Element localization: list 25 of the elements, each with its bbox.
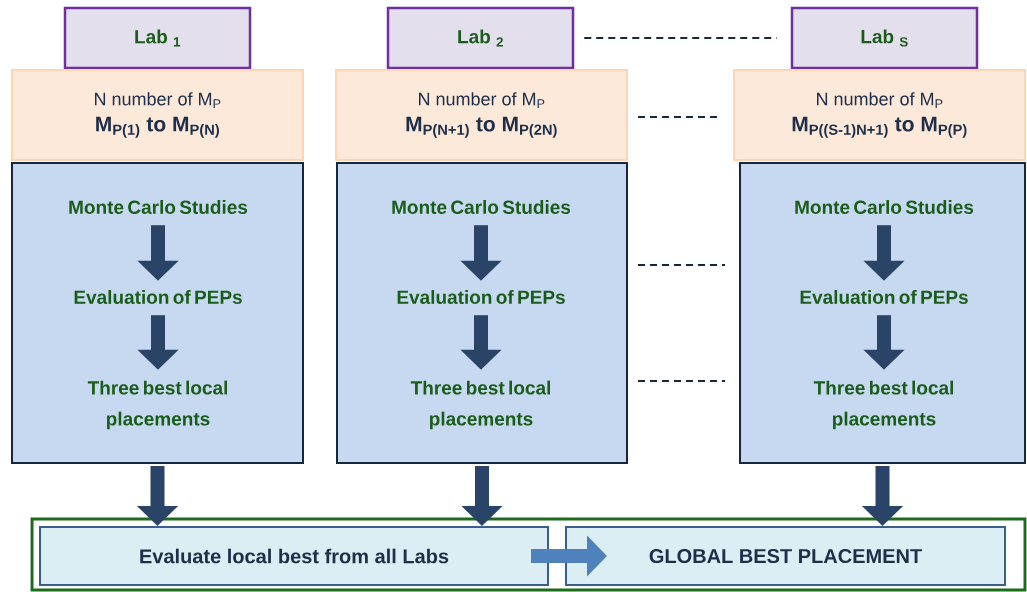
step-label: Monte Carlo Studies: [795, 200, 974, 214]
lab-box: Lab $_{1}$: [63, 6, 252, 70]
step-label: Evaluation of PEPs: [800, 290, 968, 304]
step-label: Three best local placements: [87, 380, 227, 430]
process-panel: [11, 162, 304, 464]
step-label: Evaluation of PEPs: [74, 290, 242, 304]
dashed-line: [637, 380, 726, 382]
step-label: Monte Carlo Studies: [69, 200, 248, 214]
step-label: Three best local placements: [813, 380, 954, 430]
lab-box: Lab $_{2}$: [386, 6, 575, 70]
header-box: N number of M$_{P}$ M$_{P(1)}$ to M$_{P(N)}$: [11, 69, 304, 161]
step-label: Three best local placements: [410, 380, 551, 430]
outer-frame: [30, 517, 1027, 592]
dashed-line: [637, 264, 726, 266]
lab-box: Lab $_{S}$: [790, 6, 979, 70]
dashed-line: [637, 116, 720, 118]
header-box: N number of M$_{P}$ M$_{P((S-1)N+1)}$ to M$_{P(P)}$: [733, 69, 1026, 161]
result-box: GLOBAL BEST PLACEMENT: [565, 526, 1006, 586]
dashed-line: [583, 37, 778, 39]
step-label: Evaluation of PEPs: [397, 290, 565, 304]
process-panel: [739, 162, 1026, 464]
result-box: Evaluate local best from all Labs: [39, 526, 549, 586]
step-label: Monte Carlo Studies: [392, 200, 571, 214]
header-box: N number of M$_{P}$ M$_{P(N+1)}$ to M$_{P(2N)}$: [335, 69, 628, 161]
process-panel: [336, 162, 628, 464]
